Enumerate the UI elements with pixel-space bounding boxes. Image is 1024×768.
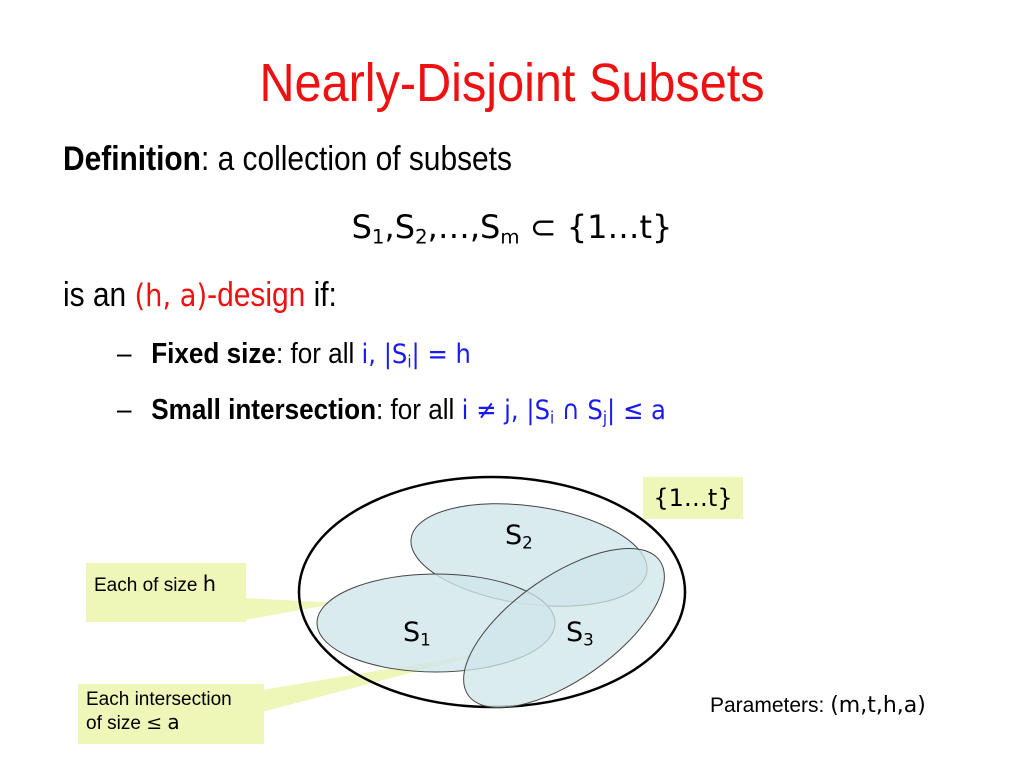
bullet-math: i, |Si| = h [361,339,471,372]
subset-symbol: ⊂ [529,208,557,246]
set-symbol: S [394,208,416,246]
set-label-s3: S3 [566,617,594,650]
bullet-small-intersection: –Small intersection: for all i ≠ j, |Si … [117,394,666,428]
math-subscript: i [549,407,555,428]
math-part: i, |S [361,339,408,370]
intersection-callout: Each intersection of size ≤ a [78,684,264,744]
universe-label-box: {1…t} [643,477,743,519]
math-part: | = h [411,339,471,370]
set-label-s2: S2 [505,520,533,553]
bullet-dash: – [117,394,132,426]
parameters-label: Parameters: [710,694,831,717]
design-params: (h, a) [134,278,208,314]
set-label-s1: S1 [403,617,431,650]
slide-title: Nearly-Disjoint Subsets [259,53,765,113]
set-subscript: 1 [420,629,431,650]
ellipsis: ,…, [427,208,480,246]
set-subscript: m [500,225,520,249]
collection-line: S1,S2,…,Sm ⊂ {1…t} [0,208,1024,249]
universe-set: {1…t} [566,208,673,246]
size-callout-text: Each of size [94,575,203,596]
set-name: S [403,617,421,648]
intersection-callout-var: a [167,710,180,734]
set-name: S [505,520,523,551]
bullet-rest: : for all [275,338,362,370]
math-subscript: j [602,407,608,428]
bullet-term: Small intersection [151,394,377,426]
design-word: -design [207,276,306,314]
set-subscript: 3 [583,629,594,650]
intersection-callout-line1: Each intersection [86,689,232,710]
set-subscript: 1 [371,225,385,249]
design-suffix: if: [305,276,337,314]
set-symbol: S [479,208,501,246]
size-callout-var: h [202,572,217,596]
comma: , [384,208,395,246]
design-line: is an (h, a)-design if: [63,276,337,315]
definition-rest: : a collection of subsets [200,140,512,178]
le-symbol: ≤ [146,712,163,734]
definition-term: Definition [63,140,201,178]
set-subscript: 2 [415,225,428,249]
math-part: | ≤ a [607,395,666,426]
size-callout-pointer [245,598,338,620]
intersection-callout-line2: of size ≤ a [86,711,256,735]
math-part: i ≠ j, |S [461,395,550,426]
math-subscript: i [407,351,412,372]
bullet-fixed-size: –Fixed size: for all i, |Si| = h [117,338,471,372]
set-symbol: S [351,208,372,246]
definition-line: Definition: a collection of subsets [63,140,512,179]
size-callout: Each of size h [86,563,246,622]
set-s3-ellipse [463,548,665,708]
parameters-value: (m,t,h,a) [830,693,926,718]
bullet-term: Fixed size [151,338,276,370]
bullet-rest: : for all [376,394,462,426]
set-subscript: 2 [522,532,533,553]
math-part: ∩ S [561,395,603,426]
bullet-dash: – [117,338,132,370]
bullet-math: i ≠ j, |Si ∩ Sj| ≤ a [461,395,666,428]
intersection-callout-text: of size [86,713,147,734]
parameters-line: Parameters: (m,t,h,a) [710,693,926,718]
design-prefix: is an [63,276,135,314]
set-name: S [566,617,584,648]
